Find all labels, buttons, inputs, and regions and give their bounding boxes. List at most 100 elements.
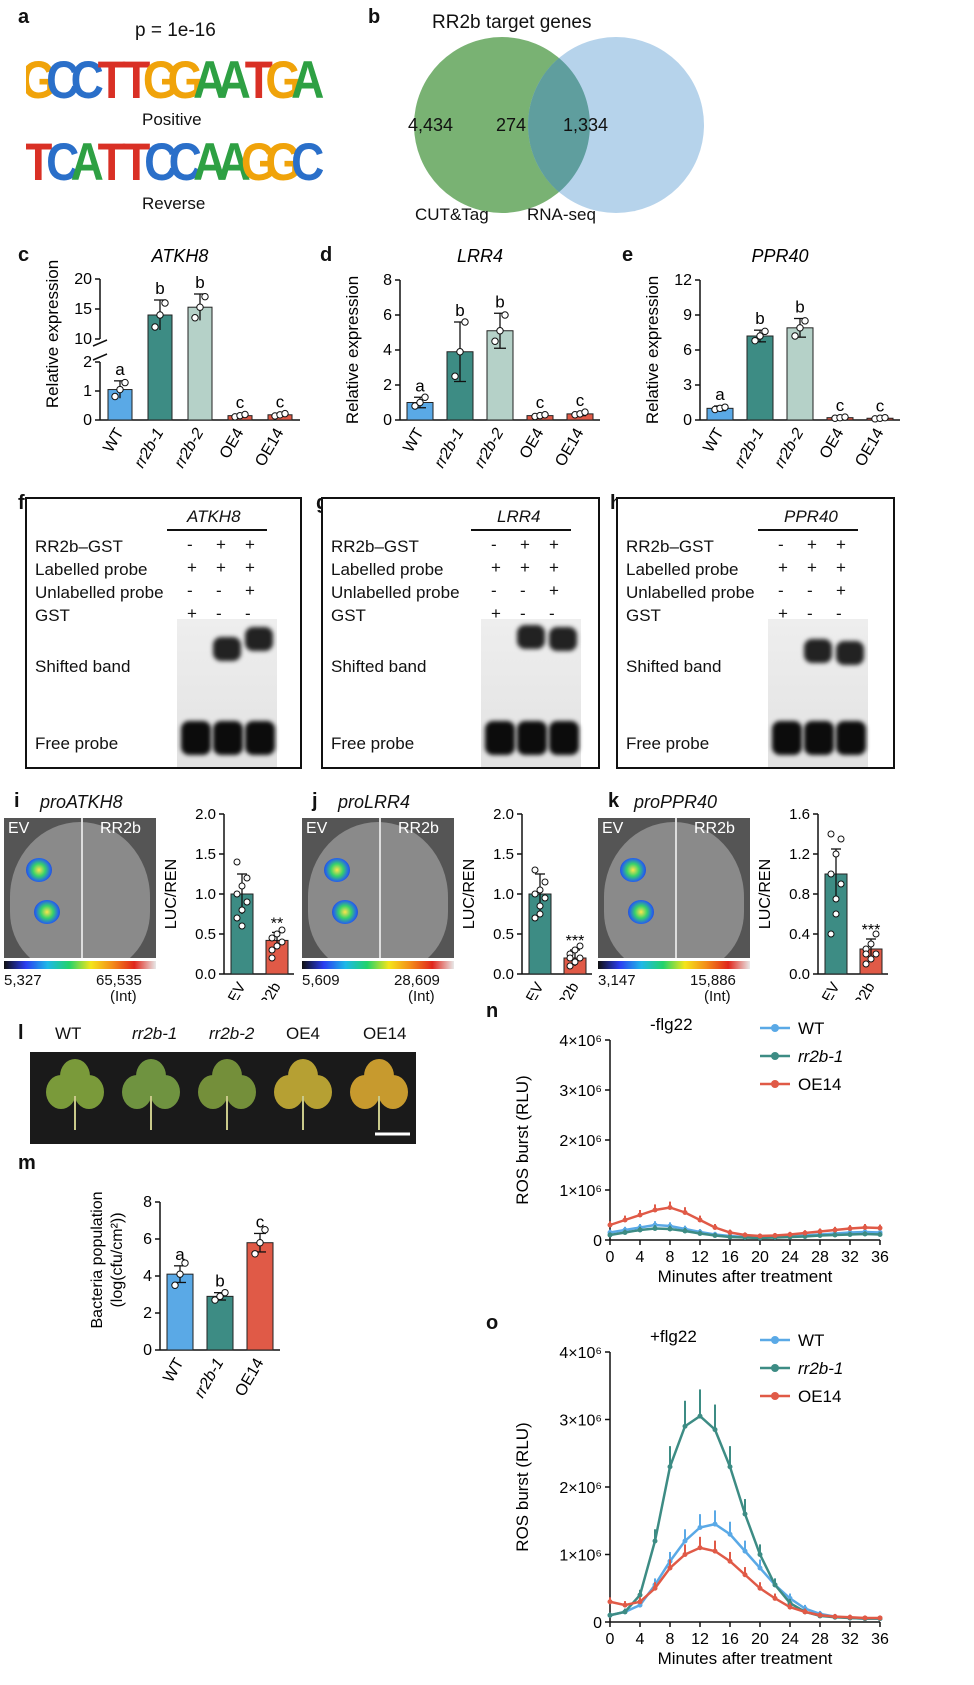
x-tick-label: 28 [811, 1631, 829, 1648]
x-tick-label: RR2b [845, 980, 879, 1001]
significance-stars: *** [862, 922, 881, 939]
y-tick-label: 2 [143, 1305, 152, 1322]
series-line [609, 1206, 881, 1238]
data-point [756, 332, 764, 340]
data-point [531, 914, 539, 922]
data-point [421, 393, 429, 401]
emsa-row-label: Unlabelled probe [35, 583, 164, 602]
y-tick-label: 1.0 [493, 886, 514, 903]
venn-left-count: 4,434 [408, 115, 454, 135]
genotype-label: OE4 [286, 1024, 321, 1043]
emsa-sign: + [245, 558, 255, 577]
venn-left-label: CUT&Tag [415, 205, 489, 224]
emsa-gene-underline [471, 529, 571, 531]
significance-letter: b [195, 273, 204, 292]
leaf-ev-label: EV [8, 820, 30, 837]
data-point [251, 1250, 259, 1258]
motif-letter: A [218, 132, 251, 192]
y-tick-label: 0.5 [493, 926, 514, 943]
y-tick-label: 4×10⁶ [559, 1033, 602, 1050]
y-tick-label: 4×10⁶ [559, 1345, 602, 1362]
bar [187, 306, 213, 421]
genotype-label: rr2b-1 [132, 1024, 178, 1043]
chart-title: LRR4 [457, 246, 503, 266]
data-point [211, 1296, 219, 1304]
emsa-gene: ATKH8 [187, 507, 241, 526]
panel-label-i: i [14, 790, 20, 812]
data-point [832, 895, 840, 903]
y-axis-label: Relative expression [643, 276, 662, 424]
leaflet [364, 1059, 394, 1093]
series-point [652, 1222, 658, 1228]
axis-break [92, 339, 108, 347]
motif-letter: A [218, 52, 251, 110]
emsa-sign: - [216, 581, 222, 600]
emsa-sign: + [520, 558, 530, 577]
significance-letter: c [876, 397, 885, 416]
panel-label-m: m [18, 1152, 36, 1174]
series-point [802, 1609, 808, 1615]
panel-label-b: b [368, 6, 381, 28]
data-point [238, 922, 246, 930]
motif-letter: C [291, 132, 324, 192]
y-tick-label: 15 [74, 301, 92, 318]
luminescence-spot [324, 858, 350, 882]
y-tick-label: 20 [74, 271, 92, 288]
data-point [827, 930, 835, 938]
legend-marker [771, 1024, 779, 1032]
data-point [536, 886, 544, 894]
data-point [268, 934, 276, 942]
x-tick-label: OE14 [232, 1355, 267, 1399]
series-point [622, 1602, 628, 1608]
data-point [233, 914, 241, 922]
legend-marker [771, 1364, 779, 1372]
emsa-panel-ppr40: PPR40 RR2b–GST-++Labelled probe+++Unlabe… [616, 497, 895, 769]
motif-letter: G [265, 132, 301, 192]
legend-marker [771, 1336, 779, 1344]
shifted-band [836, 641, 864, 665]
data-point [461, 318, 469, 326]
free-probe-band [772, 721, 802, 755]
y-tick-label: 6 [383, 307, 392, 324]
series-point [652, 1538, 658, 1544]
free-probe-band [213, 721, 243, 755]
series-point [607, 1232, 613, 1238]
leaf-shape [604, 822, 744, 958]
motif-letter: T [122, 52, 150, 110]
y-tick-label: 1×10⁶ [559, 1183, 602, 1200]
scale-max: 15,886 [690, 972, 736, 989]
emsa-sign: - [778, 581, 784, 600]
data-point [196, 303, 204, 311]
free-probe-band [549, 721, 579, 755]
x-tick-label: OE4 [517, 425, 548, 461]
x-tick-label: 8 [666, 1631, 675, 1648]
significance-letter: a [415, 376, 425, 395]
series-point [682, 1228, 688, 1234]
x-tick-label: 16 [721, 1249, 739, 1266]
x-tick-label: EV [523, 980, 548, 1001]
leaf-rr2b-label: RR2b [694, 820, 735, 837]
series-point [727, 1234, 733, 1240]
emsa-sign: + [491, 604, 501, 623]
series-point [847, 1614, 853, 1620]
panel-label-e: e [622, 244, 634, 266]
intensity-colorbar [4, 961, 156, 969]
series-point [742, 1572, 748, 1578]
emsa-sign: - [807, 581, 813, 600]
data-point [176, 1270, 184, 1278]
emsa-row-label: GST [331, 606, 366, 625]
emsa-sign: + [836, 558, 846, 577]
series-point [802, 1230, 808, 1236]
x-tick-label: EV [819, 980, 844, 1001]
series-point [742, 1548, 748, 1554]
y-tick-label: 9 [683, 307, 692, 324]
x-tick-label: 4 [636, 1249, 645, 1266]
y-tick-label: 1.2 [789, 846, 810, 863]
emsa-row-label: Labelled probe [626, 560, 739, 579]
